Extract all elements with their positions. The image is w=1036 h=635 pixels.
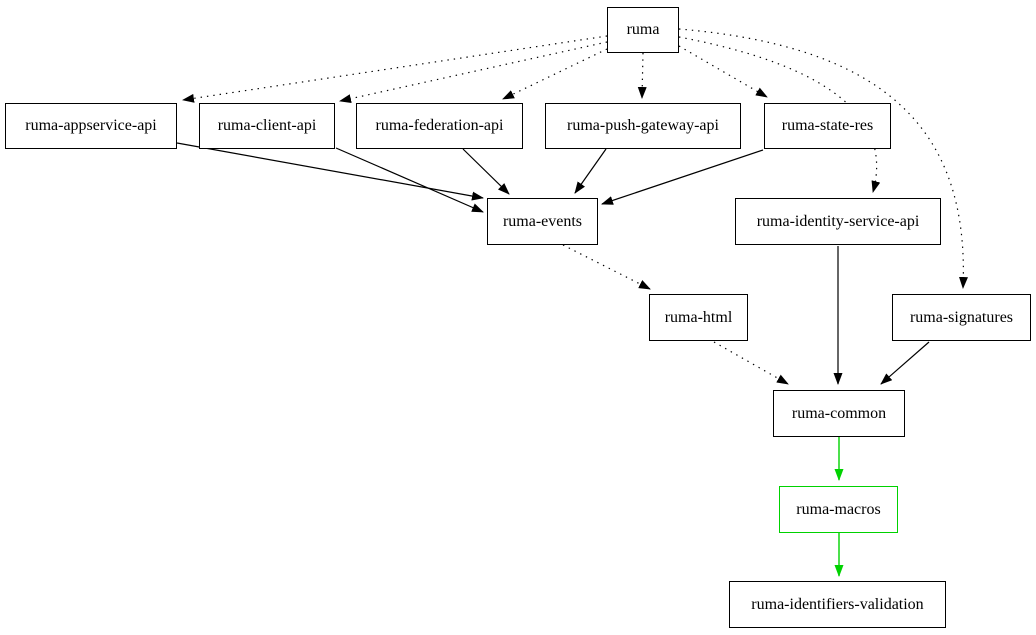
- edge-html-to-common: [713, 341, 789, 385]
- node-ruma-identity-service-api: ruma-identity-service-api: [735, 198, 941, 245]
- node-ruma-federation-api: ruma-federation-api: [356, 103, 523, 149]
- edge-ruma-to-state-res: [678, 45, 768, 98]
- node-ruma-macros: ruma-macros: [779, 486, 898, 533]
- node-ruma-identifiers-validation: ruma-identifiers-validation: [729, 581, 946, 628]
- edge-ruma-to-signatures: [678, 28, 968, 289]
- node-ruma-push-gateway-api: ruma-push-gateway-api: [545, 103, 741, 149]
- edge-ruma-to-appservice-api: [182, 35, 608, 103]
- node-ruma-html: ruma-html: [649, 294, 748, 341]
- edge-client-api-to-events: [335, 147, 484, 213]
- node-ruma-events: ruma-events: [487, 198, 598, 245]
- edge-state-res-to-events: [601, 149, 764, 205]
- edge-appservice-api-to-events: [176, 142, 484, 201]
- node-ruma-signatures: ruma-signatures: [892, 294, 1031, 341]
- node-ruma-common: ruma-common: [773, 390, 905, 437]
- node-ruma-appservice-api: ruma-appservice-api: [5, 103, 177, 149]
- node-ruma: ruma: [607, 7, 679, 53]
- edge-push-gateway-api-to-events: [574, 148, 607, 194]
- edge-ruma-to-client-api: [339, 41, 608, 104]
- edge-ruma-to-federation-api: [502, 48, 608, 100]
- node-ruma-client-api: ruma-client-api: [199, 103, 335, 149]
- edge-federation-api-to-events: [462, 148, 510, 195]
- node-ruma-state-res: ruma-state-res: [764, 103, 891, 149]
- edge-signatures-to-common: [880, 341, 930, 385]
- edge-events-to-html: [562, 244, 651, 290]
- edge-ruma-to-push-gateway-api: [637, 52, 647, 99]
